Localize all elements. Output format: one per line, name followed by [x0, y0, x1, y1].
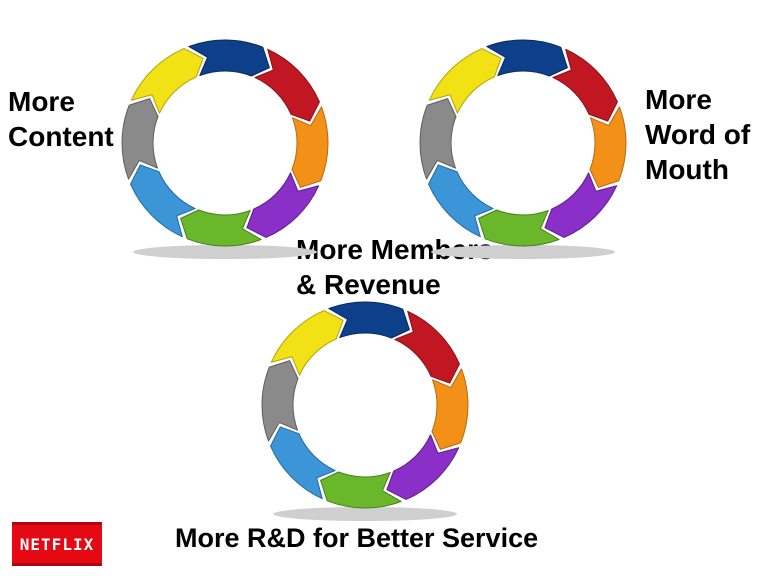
ring-shadow	[431, 245, 615, 259]
ring-arrow-segment	[478, 209, 560, 247]
ring-arrow-segment	[428, 164, 494, 238]
label-more-word-of-mouth: More Word of Mouth	[645, 82, 750, 187]
ring-arrow-segment	[261, 360, 299, 442]
ring-arrow-segment	[486, 39, 568, 77]
ring-arrow-segment	[270, 426, 336, 500]
ring-arrow-segment	[386, 434, 460, 500]
netflix-logo: NETFLIX	[12, 522, 102, 566]
cycle-diagram-word-of-mouth	[419, 39, 627, 259]
label-wom-line2: Word of	[645, 119, 751, 150]
ring-arrow-segment	[121, 98, 159, 180]
ring-shadow	[273, 507, 457, 521]
ring-arrow-segment	[254, 48, 320, 122]
label-wom-line1: More	[645, 84, 712, 115]
cycle-diagram-rnd	[261, 301, 469, 521]
ring-arrow-segment	[394, 310, 460, 384]
label-more-rnd: More R&D for Better Service	[175, 521, 538, 556]
ring-arrow-segment	[431, 368, 469, 450]
label-more-content-line1: More	[8, 86, 75, 117]
ring-arrow-segment	[552, 48, 618, 122]
label-more-content-line2: Content	[8, 121, 114, 152]
label-more-content: More Content	[8, 84, 114, 154]
ring-arrow-segment	[544, 172, 618, 238]
ring-arrow-segment	[291, 106, 329, 188]
ring-arrow-segment	[589, 106, 627, 188]
ring-arrow-segment	[130, 164, 196, 238]
cycle-diagram-content	[121, 39, 329, 259]
netflix-logo-text: NETFLIX	[19, 534, 95, 554]
ring-arrow-segment	[270, 310, 344, 376]
ring-arrow-segment	[328, 301, 410, 339]
ring-arrow-segment	[320, 471, 402, 509]
ring-arrow-segment	[130, 48, 204, 114]
label-wom-line3: Mouth	[645, 154, 729, 185]
ring-shadow	[133, 245, 317, 259]
ring-arrow-segment	[419, 98, 457, 180]
ring-arrow-segment	[246, 172, 320, 238]
ring-arrow-segment	[428, 48, 502, 114]
ring-arrow-segment	[188, 39, 270, 77]
ring-arrow-segment	[180, 209, 262, 247]
label-rnd-text: More R&D for Better Service	[175, 523, 539, 553]
label-members-line2: & Revenue	[296, 269, 441, 300]
